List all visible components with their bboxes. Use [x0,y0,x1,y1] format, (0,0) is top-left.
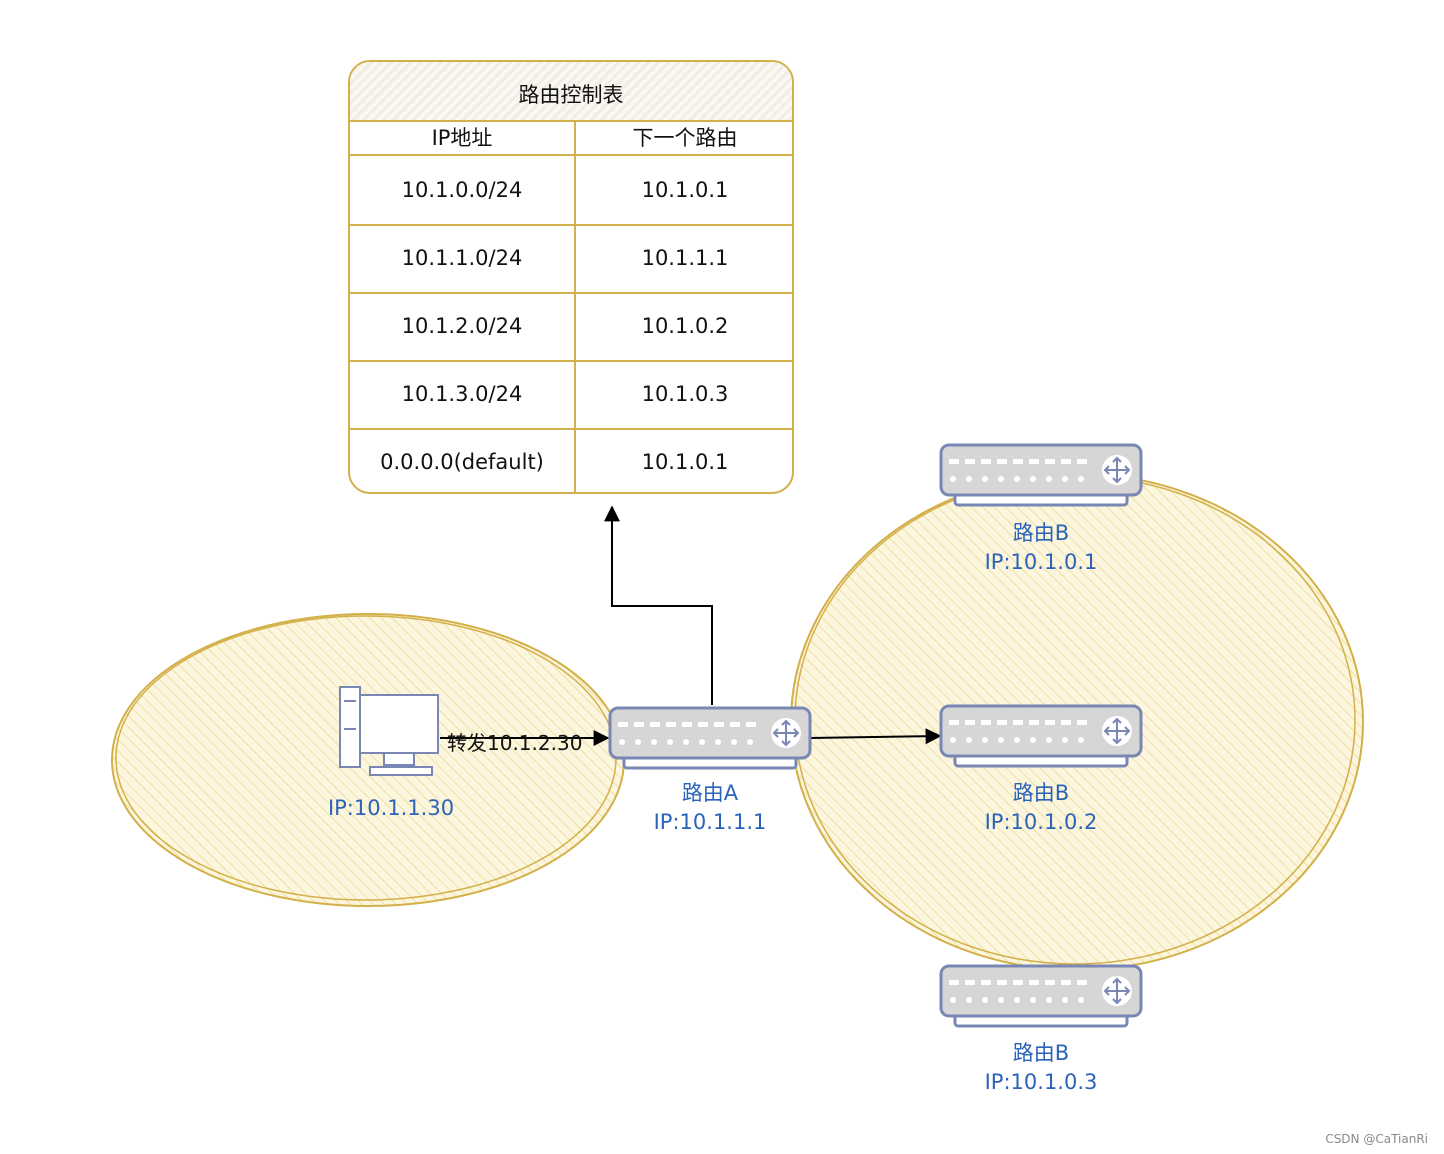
table-cell-ip: 10.1.3.0/24 [401,382,523,406]
table-cell-next-hop: 10.1.1.1 [641,246,729,270]
router-b1-name: 路由B [1012,521,1070,545]
routing-table-column-divider [574,122,576,492]
row-divider [350,154,792,156]
table-cell-next-hop: 10.1.0.2 [641,314,729,338]
router-a-icon [608,706,812,770]
router-b3-ip: IP:10.1.0.3 [984,1070,1098,1094]
table-cell-next-hop: 10.1.0.3 [641,382,729,406]
column-header-ip: IP地址 [431,126,493,150]
row-divider [350,292,792,294]
router-b1-ip: IP:10.1.0.1 [984,550,1098,574]
routing-table-header: 路由控制表 [350,62,792,122]
table-cell-ip: 10.1.0.0/24 [401,178,523,202]
computer-icon [339,686,439,776]
column-header-next-hop: 下一个路由 [632,126,738,150]
router-b2-ip: IP:10.1.0.2 [984,810,1098,834]
table-cell-ip: 10.1.1.0/24 [401,246,523,270]
routing-table-title: 路由控制表 [518,83,624,107]
router-b1-icon [939,443,1143,507]
router-a-ip: IP:10.1.1.1 [653,810,767,834]
router-a-name: 路由A [681,781,739,805]
forward-label: 转发10.1.2.30 [447,731,583,755]
router-b2-name: 路由B [1012,781,1070,805]
row-divider [350,224,792,226]
row-divider [350,360,792,362]
watermark: CSDN @CaTianRi [1325,1132,1428,1146]
router-a-to-table-arrow [604,505,713,705]
table-cell-next-hop: 10.1.0.1 [641,450,729,474]
table-cell-ip: 0.0.0.0(default) [380,450,544,474]
router-a-to-router-b-arrow [809,728,942,745]
table-cell-next-hop: 10.1.0.1 [641,178,729,202]
router-b3-name: 路由B [1012,1041,1070,1065]
router-b3-icon [939,964,1143,1028]
row-divider [350,428,792,430]
router-b2-icon [939,704,1143,768]
table-cell-ip: 10.1.2.0/24 [401,314,523,338]
host-ip-label: IP:10.1.1.30 [327,796,455,820]
routing-table: 路由控制表 IP地址 下一个路由 10.1.0.0/24 10.1.0.1 10… [348,60,794,494]
